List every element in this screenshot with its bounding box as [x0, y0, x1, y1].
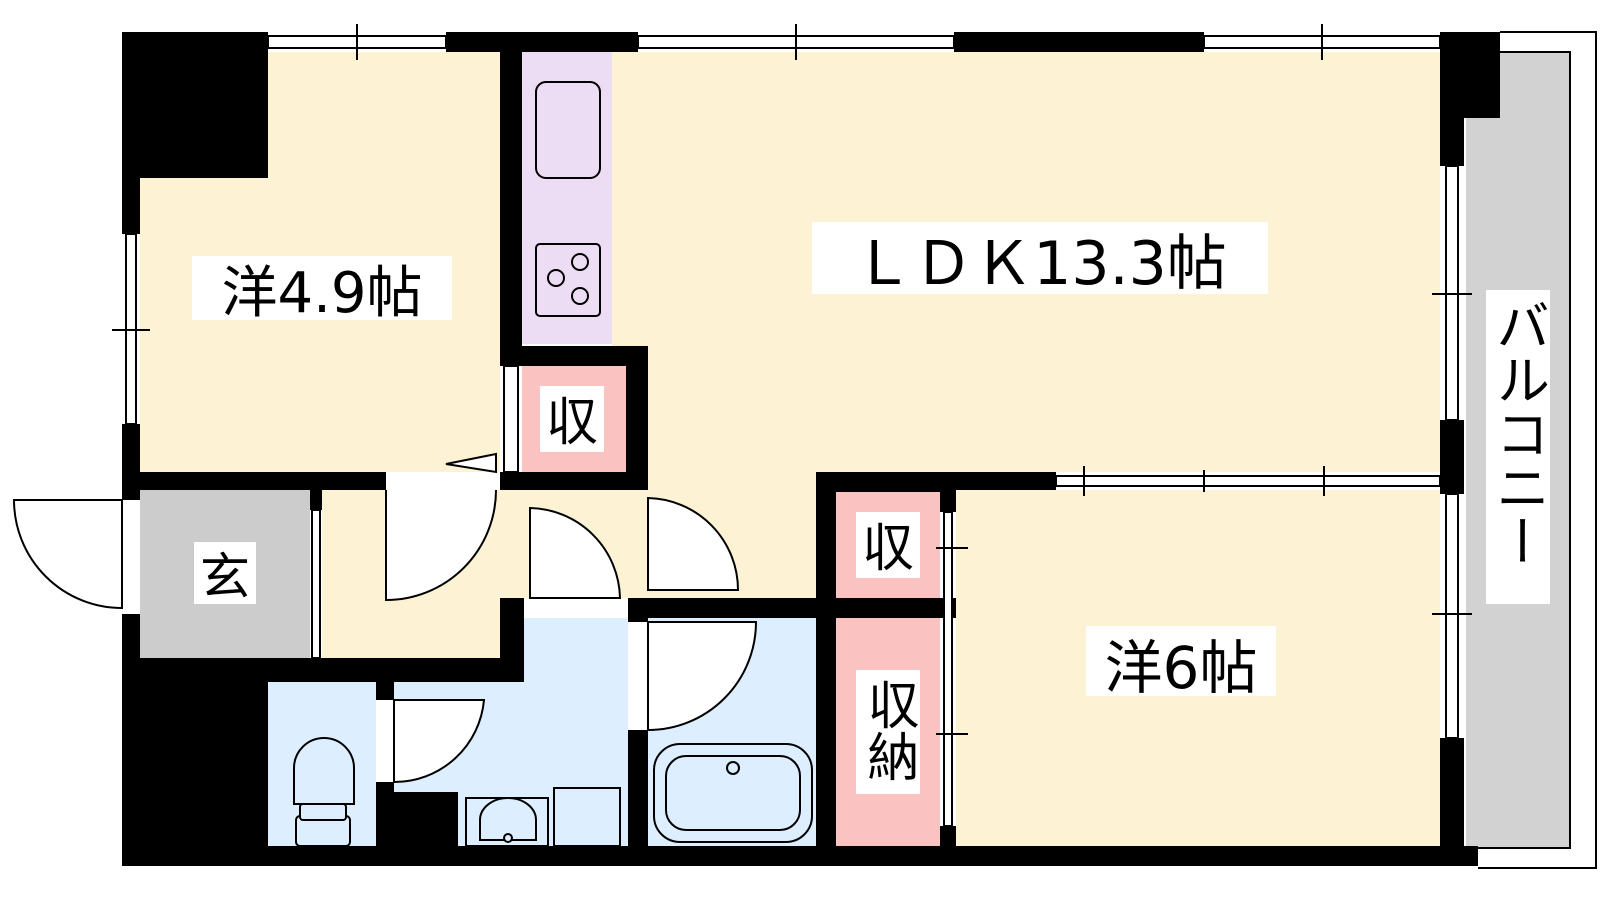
washbasin-icon	[465, 797, 549, 847]
column-top-right	[1440, 32, 1500, 118]
closet-label: 収納	[858, 678, 918, 782]
walls	[122, 32, 1500, 866]
burner-icon	[571, 287, 589, 305]
kitchen-sink	[535, 81, 601, 179]
western-room-2-label: 洋6帖	[1105, 634, 1258, 702]
column-top-left	[122, 32, 268, 178]
toilet-icon	[293, 737, 355, 847]
bathtub-icon	[653, 743, 813, 843]
column-bottom-left	[122, 658, 268, 858]
door-hall-wash	[529, 506, 622, 599]
washer-space	[553, 787, 621, 847]
labels: 洋4.9帖 ＬＤＫ13.3帖 洋6帖 玄 収 収 収納 バルコニー	[192, 222, 1550, 794]
burner-icon	[571, 253, 589, 271]
storage-kitchen-label: 収	[546, 393, 598, 453]
door-toilet	[393, 699, 486, 784]
burner-icon	[547, 269, 565, 287]
door-western-1	[385, 489, 497, 602]
fixtures	[293, 81, 813, 847]
floor-fills	[140, 52, 1570, 848]
front-door-swing	[12, 499, 123, 610]
ldk-floor	[612, 52, 1440, 598]
storage-room2-label: 収	[862, 519, 914, 579]
door-ldk	[647, 496, 740, 591]
doors	[12, 452, 758, 784]
door-wedge	[445, 452, 497, 474]
door-bath	[647, 621, 758, 732]
entrance-label: 玄	[200, 548, 250, 606]
western-room-1-label: 洋4.9帖	[221, 261, 422, 326]
balcony-frame	[1478, 31, 1597, 869]
balcony-label: バルコニー	[1487, 298, 1550, 568]
windows	[112, 24, 1472, 827]
ldk-label: ＬＤＫ13.3帖	[853, 229, 1227, 299]
stove	[535, 243, 601, 317]
